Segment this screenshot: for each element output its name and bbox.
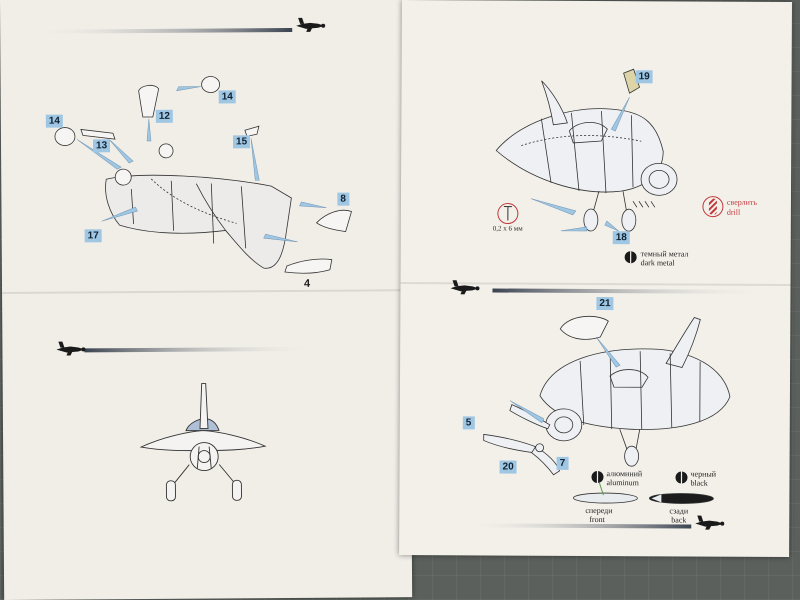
paint-drop-icon <box>591 471 604 484</box>
back-label-en: back <box>671 515 687 525</box>
fighter-plane-icon <box>450 280 480 295</box>
fighter-plane-icon <box>296 17 326 32</box>
part-number-19: 19 <box>635 70 653 84</box>
part-number-20: 20 <box>499 460 517 474</box>
part-number-14: 14 <box>218 90 236 104</box>
paint-drop-icon <box>675 471 688 484</box>
fighter-plane-icon <box>56 341 86 356</box>
part-number-21: 21 <box>596 297 614 311</box>
section-bar <box>492 288 773 294</box>
part-number-5: 5 <box>462 416 475 430</box>
assembly-arrows <box>530 97 630 232</box>
section-bar <box>459 523 692 529</box>
section-bar <box>30 27 293 34</box>
section-bar <box>84 346 317 353</box>
part-number-14: 14 <box>45 114 64 128</box>
front-view-aircraft <box>139 383 267 502</box>
part-number-8: 8 <box>337 192 350 206</box>
part-number-17: 17 <box>84 229 102 243</box>
propeller-spinner-front-swatch <box>572 482 638 504</box>
dark-metal-label-ru: темный метал <box>640 249 689 259</box>
drill-bit-icon <box>702 196 724 218</box>
paint-drop-icon <box>624 251 637 264</box>
drill-label-en: drill <box>726 207 741 217</box>
part-number-7: 7 <box>556 456 569 470</box>
part-number-15: 15 <box>232 135 251 149</box>
fighter-plane-icon <box>695 515 725 530</box>
propeller-spinner-back-swatch <box>648 493 714 504</box>
aircraft-top-view-upper <box>495 68 678 232</box>
part-number-4: 4 <box>303 277 311 290</box>
part-number-13: 13 <box>92 139 111 153</box>
part-number-12: 12 <box>155 109 173 123</box>
black-label-en: black <box>690 478 708 488</box>
black-label-ru: черный <box>690 469 717 479</box>
part-number-18: 18 <box>612 231 630 245</box>
front-label-ru: спереди <box>585 505 613 516</box>
instruction-sheet-right: 19 18 21 5 20 7 0,2 x 6 мм сверлить dril… <box>399 0 792 558</box>
aircraft-top-view-lower <box>483 315 731 476</box>
instruction-sheet-left: 14 12 14 13 15 8 17 4 <box>0 0 413 600</box>
aluminium-label-ru: алюминий <box>606 469 643 479</box>
fuselage-wing-drawing <box>54 76 352 274</box>
right-page-drawings <box>450 68 773 530</box>
assembly-arrows <box>509 336 621 424</box>
aluminium-label-en: aluminum <box>606 478 639 488</box>
back-label-ru: сзади <box>669 506 689 516</box>
drill-size-label: 0,2 x 6 мм <box>492 224 523 233</box>
dark-metal-label-en: dark metal <box>640 258 675 268</box>
left-page-drawings <box>30 17 352 502</box>
front-label-en: front <box>589 514 605 525</box>
assembly-arrows <box>76 86 327 243</box>
drill-label-ru: сверлить <box>726 197 758 207</box>
drill-size-icon <box>497 203 519 225</box>
